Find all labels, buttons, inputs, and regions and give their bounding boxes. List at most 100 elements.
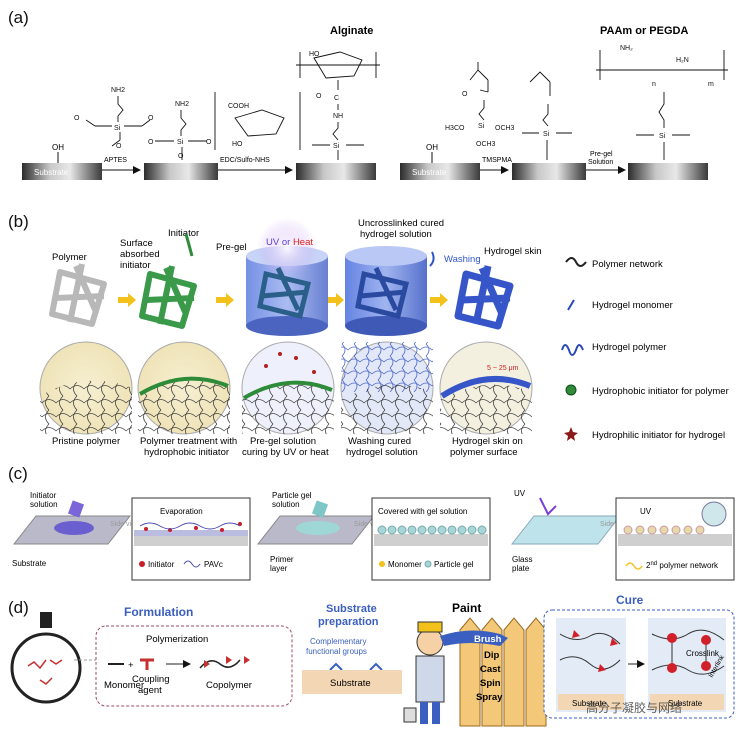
cure-substrate-label-2: Substrate [668,699,703,708]
copolymer-label: Copolymer [206,680,252,691]
edc-label: EDC/Sulfo-NHS [220,157,270,164]
uncured-groups [572,630,618,672]
tmspma-label: TMSPMA [482,157,512,164]
svg-text:H₂N: H₂N [676,57,689,64]
functional-group-icons [329,662,383,671]
gel-beaker-icon [311,500,329,518]
svg-text:O: O [74,115,80,122]
step5-top: Hydrogel skin [484,246,542,257]
method-dip: Dip [484,650,500,661]
zoom-circle-5 [439,341,533,435]
aminated-surface: NH2 Si O O O [148,101,212,160]
substrate-label-1: Substrate [34,168,69,177]
hydrophobic-initiator-icon [565,384,577,396]
monomer-legend-icon [379,561,385,567]
cured-network [651,629,725,675]
svg-text:Si: Si [659,133,666,140]
svg-text:O: O [462,91,468,98]
svg-text:O: O [178,153,184,160]
svg-text:NH₂: NH₂ [620,45,633,52]
legend-hydrogel-monomer: Hydrogel monomer [592,300,673,311]
substrate-label-2: Substrate [412,168,447,177]
crosslink-nodes [667,633,711,673]
second-network-label: 2nd polymer network [646,561,719,570]
cooh-label: COOH [228,103,249,110]
zoom-circle-4 [340,341,434,435]
zoom-circle-2 [137,341,231,435]
aptes-molecule: NH2 Si O O O [74,87,154,150]
aptes-label: APTES [104,157,127,164]
legend-hydrophilic-initiator: Hydrophilic initiator for hydrogel [592,430,725,441]
initiator-treated-structure [139,265,197,329]
panel-a: (a) Alginate PAAm or PEGDA Substrate OH … [0,0,743,200]
initiator-beaker-icon [67,500,85,518]
substrate-label-d: Substrate [330,678,371,689]
och3-label-1: OCH3 [495,125,515,132]
surface-nh2: NH2 [175,101,189,108]
uv-heat-label: UV or Heat [266,237,313,248]
paam-network: NH₂ H₂N n m Si [596,45,728,160]
zoom-circle-3 [241,341,335,435]
cure-substrate-1 [558,694,624,710]
paint-title: Paint [452,601,481,615]
svg-text:Si: Si [177,139,184,146]
initiator-legend: Initiator [148,560,175,569]
svg-text:Si: Si [333,143,340,150]
step3-top: Pre-gel [216,242,247,253]
m-subscript: m [708,81,714,88]
crosslink-label: Crosslink [686,649,720,658]
ho-label-1: HO [232,141,243,148]
thickness-label: 5 ~ 25 μm [487,365,519,372]
zoom-circle-1 [39,341,133,435]
alginate-title: Alginate [330,25,373,37]
pristine-polymer-structure [49,263,107,327]
substrate-block-6 [628,163,708,180]
initiator-legend-icon [139,561,145,567]
uncured-chains [559,632,621,670]
side-substrate-3 [618,534,732,546]
svg-text:Si: Si [478,123,485,130]
gel-puddle [296,521,340,535]
oh-label-2: OH [426,143,438,152]
pavc-chains [139,522,241,530]
alginate-monomer: COOH HO [214,92,301,150]
coupling-agent-icon [140,658,154,670]
legend-polymer-network: Polymer network [592,259,663,270]
pavc-legend: PAVc [204,560,223,569]
svg-text:HO: HO [309,51,320,58]
second-network-icon [625,562,643,570]
side-substrate-1 [134,536,248,546]
svg-text:C: C [334,95,339,102]
step-arrows [118,293,448,307]
panel-b-label: (b) [8,212,29,231]
step1-bottom: Pristine polymer [52,436,120,447]
panel-d-label: (d) [8,598,29,617]
initiator-puddle [54,521,94,535]
pregel-label: Pre-gel [590,151,613,158]
hydrogel-skin-structure [454,265,514,330]
pregel-cylinder [246,218,328,336]
alginate-conjugate: HO C O NH Si [296,51,380,160]
brush-banner [440,630,508,646]
panel-d: (d) Formulation Polymerization + Monomer… [0,590,743,730]
polymer-network-icon [565,257,587,267]
plus-sign: + [128,660,134,671]
side-layer-1 [134,530,248,536]
aptes-nh2: NH2 [111,87,125,94]
svg-text:O: O [148,139,154,146]
step2-initiator: Initiator [168,228,199,239]
initiator-dropper-icon [184,233,194,257]
washing-label: Washing [444,254,481,265]
oh-label: OH [52,143,64,152]
